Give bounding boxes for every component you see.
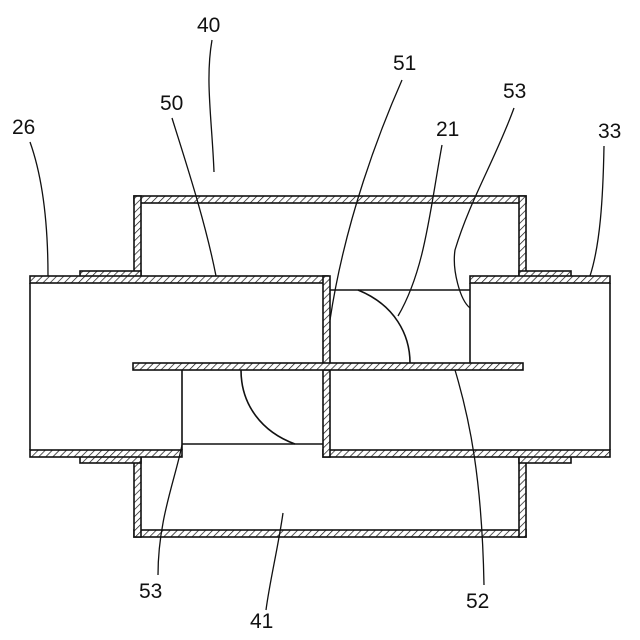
housing-lower (80, 456, 571, 537)
label-50: 50 (160, 92, 183, 115)
label-53-bottom: 53 (139, 580, 162, 603)
label-41: 41 (250, 610, 273, 633)
label-52: 52 (466, 590, 489, 613)
label-40: 40 (197, 14, 220, 37)
label-51: 51 (393, 52, 416, 75)
divider-plate (133, 363, 523, 370)
housing-upper (80, 196, 571, 278)
label-26: 26 (12, 116, 35, 139)
leader-lines (30, 40, 604, 610)
label-21: 21 (436, 118, 459, 141)
label-53-top: 53 (503, 80, 526, 103)
labels: 40 51 53 50 26 21 33 41 53 52 (12, 14, 621, 633)
label-33: 33 (598, 120, 621, 143)
